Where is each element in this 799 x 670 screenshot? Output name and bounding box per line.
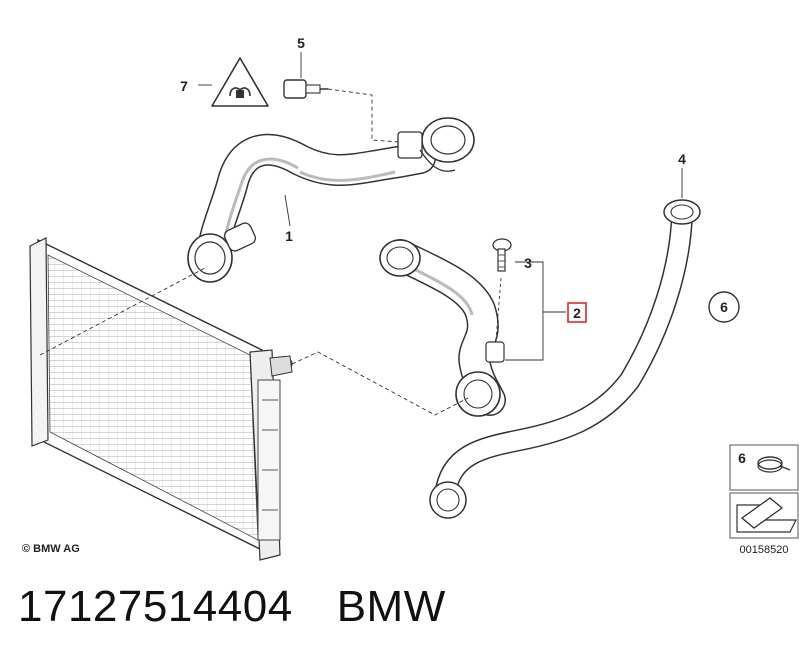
callout-6: 6	[720, 299, 728, 315]
hose-4-long-hose	[429, 199, 701, 519]
hose-1-upper-radiator-hose	[187, 117, 475, 283]
callout-3: 3	[524, 255, 532, 271]
inset-panel-clamp: 6	[729, 444, 799, 491]
callout-4: 4	[678, 151, 686, 167]
radiator	[29, 237, 293, 561]
callout-2-highlight: 2	[567, 302, 587, 323]
callout-5: 5	[297, 35, 305, 51]
part-number: 17127514404	[18, 582, 293, 631]
hose-2-coolant-hose	[379, 239, 506, 417]
inset-callout-6: 6	[738, 450, 746, 466]
parts-diagram: 7 5 1 3 4 2 6 6 00158520 © BMW AG	[22, 35, 799, 561]
temperature-sensor-5	[283, 79, 328, 99]
screw-3	[492, 238, 512, 272]
part-caption: 17127514404 BMW	[18, 582, 778, 642]
warning-triangle-icon	[211, 57, 269, 107]
callout-7: 7	[180, 78, 188, 94]
inset-panel-arrow	[729, 492, 799, 539]
brand-name: BMW	[336, 582, 446, 631]
callout-1: 1	[285, 228, 293, 244]
leader-lines	[39, 52, 683, 416]
copyright: © BMW AG	[22, 543, 80, 555]
callout-2: 2	[573, 305, 581, 321]
callout-6-circle: 6	[708, 291, 740, 323]
image-code: 00158520	[740, 544, 789, 556]
